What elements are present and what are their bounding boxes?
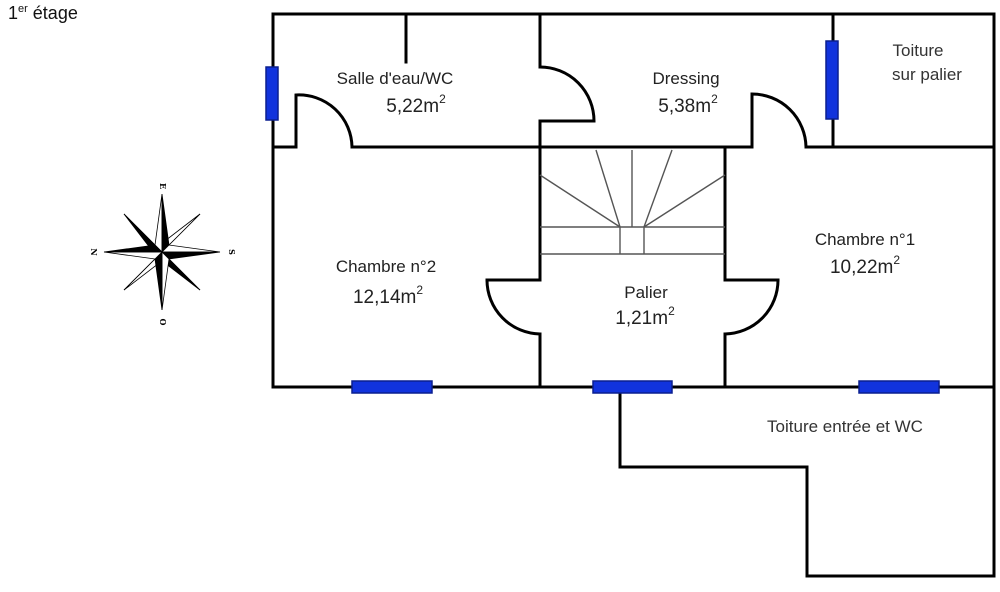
roof-label-entree-wc: Toiture entrée et WC <box>767 417 923 436</box>
stair-winder <box>643 149 673 228</box>
room-name-chambre2: Chambre n°2 <box>336 257 436 276</box>
floor-number: 1 <box>8 3 18 23</box>
door-chambre2 <box>485 278 541 336</box>
door-salle-eau <box>294 93 354 148</box>
door-dressing <box>750 92 808 148</box>
stair-winder <box>643 174 726 228</box>
door-salle-dressing <box>539 65 596 123</box>
stair-winder <box>539 174 621 228</box>
room-area-dressing: 5,38m2 <box>658 92 718 117</box>
room-area-chambre2: 12,14m2 <box>353 283 423 308</box>
compass-letter-top: E <box>158 183 168 189</box>
floor-title: 1er étage <box>8 3 78 23</box>
roof-label-palier-2: sur palier <box>892 65 962 84</box>
room-name-chambre1: Chambre n°1 <box>815 230 915 249</box>
doors <box>294 65 808 336</box>
compass-letter-bottom: O <box>158 319 168 326</box>
staircase <box>539 149 726 255</box>
room-name-dressing: Dressing <box>652 69 719 88</box>
window-salle-eau <box>265 66 279 121</box>
room-area-chambre1: 10,22m2 <box>830 253 900 278</box>
room-area-palier: 1,21m2 <box>615 304 675 329</box>
room-name-salle-eau: Salle d'eau/WC <box>337 69 454 88</box>
window-palier <box>592 380 673 394</box>
compass-letter-left: N <box>89 248 99 255</box>
floor-label: étage <box>28 3 78 23</box>
compass-cardinals <box>103 193 221 311</box>
compass-letter-right: S <box>227 249 237 255</box>
roof-label-palier-1: Toiture <box>892 41 943 60</box>
compass-rose: E S O N <box>89 183 237 326</box>
windows <box>265 40 940 394</box>
room-name-palier: Palier <box>624 283 668 302</box>
door-chambre1 <box>724 278 780 336</box>
window-toiture-palier <box>825 40 839 120</box>
floor-suffix: er <box>18 3 28 15</box>
stair-winder <box>595 149 621 228</box>
window-chambre1 <box>858 380 940 394</box>
window-chambre2 <box>351 380 433 394</box>
room-area-salle-eau: 5,22m2 <box>386 92 446 117</box>
